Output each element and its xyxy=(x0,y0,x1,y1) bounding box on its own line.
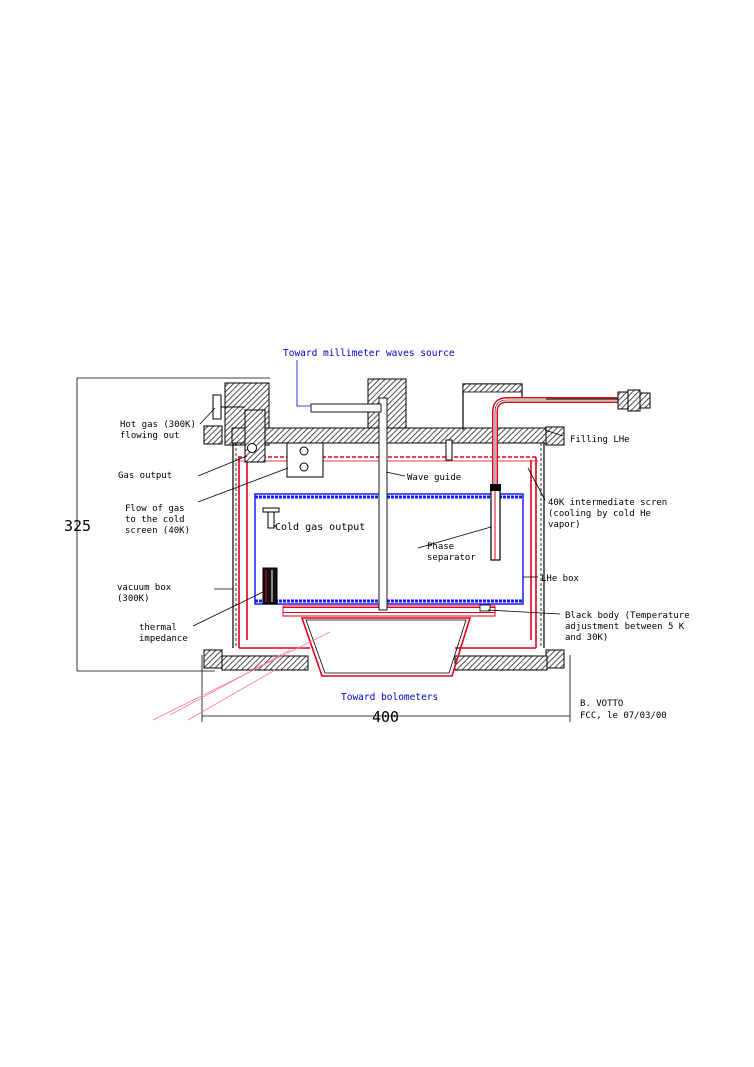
label-flow-1: Flow of gas xyxy=(125,504,185,514)
label-thermal-1: thermal xyxy=(139,623,177,633)
phase-separator xyxy=(490,484,501,561)
label-bb-3: and 30K) xyxy=(565,633,608,643)
label-bb-2: adjustment between 5 K xyxy=(565,622,685,632)
label-toward-bolometers: Toward bolometers xyxy=(341,692,438,703)
label-phase-2: separator xyxy=(427,553,476,563)
label-gas-output: Gas output xyxy=(118,471,172,481)
label-screen-1: 40K intermediate scren xyxy=(548,498,667,508)
label-vacuum-1: vacuum box xyxy=(117,583,172,593)
label-cold-gas: Cold gas output xyxy=(275,522,365,533)
label-thermal-2: impedance xyxy=(139,634,188,644)
bolt-right-top xyxy=(545,426,565,446)
bolt-left-top xyxy=(203,425,223,445)
lhe-box xyxy=(254,493,524,605)
label-screen-3: vapor) xyxy=(548,520,581,530)
vacuum-box xyxy=(232,443,545,648)
black-body xyxy=(282,604,496,617)
leader-lines xyxy=(192,360,564,627)
construction-lines xyxy=(152,631,331,721)
label-bb-1: Black body (Temperature xyxy=(565,611,690,621)
label-toward-source: Toward millimeter waves source xyxy=(283,348,455,359)
label-flow-2: to the cold xyxy=(125,515,185,525)
label-screen-2: (cooling by cold He xyxy=(548,509,651,519)
label-lhe-box: LHe box xyxy=(541,574,580,584)
dimension-width-label: 400 xyxy=(372,708,399,726)
top-flange xyxy=(224,378,553,446)
filling-pipe xyxy=(492,389,651,491)
label-vacuum-2: (300K) xyxy=(117,594,150,604)
label-flow-3: screen (40K) xyxy=(125,526,190,536)
label-author: B. VOTTO xyxy=(580,699,623,709)
label-phase-1: Phase xyxy=(427,542,454,552)
gas-output-fitting xyxy=(212,394,324,478)
wave-guide xyxy=(310,397,388,611)
label-hot-gas-1: Hot gas (300K) xyxy=(120,420,196,430)
dimension-height-label: 325 xyxy=(64,517,91,535)
dimension-height xyxy=(76,377,270,672)
cold-gas-output xyxy=(262,507,280,529)
thermal-impedance xyxy=(262,567,278,605)
label-wave-guide: Wave guide xyxy=(407,473,461,483)
bottom-flange xyxy=(221,655,548,671)
bolt-left-bottom xyxy=(203,649,223,669)
bolt-right-bottom xyxy=(545,649,565,669)
screen-connector xyxy=(445,439,453,461)
horn-bolometers xyxy=(300,617,472,677)
label-filling: Filling LHe xyxy=(570,435,630,445)
label-hot-gas-2: flowing out xyxy=(120,431,180,441)
label-date: FCC, le 07/03/00 xyxy=(580,711,667,721)
dimension-width xyxy=(201,655,571,722)
